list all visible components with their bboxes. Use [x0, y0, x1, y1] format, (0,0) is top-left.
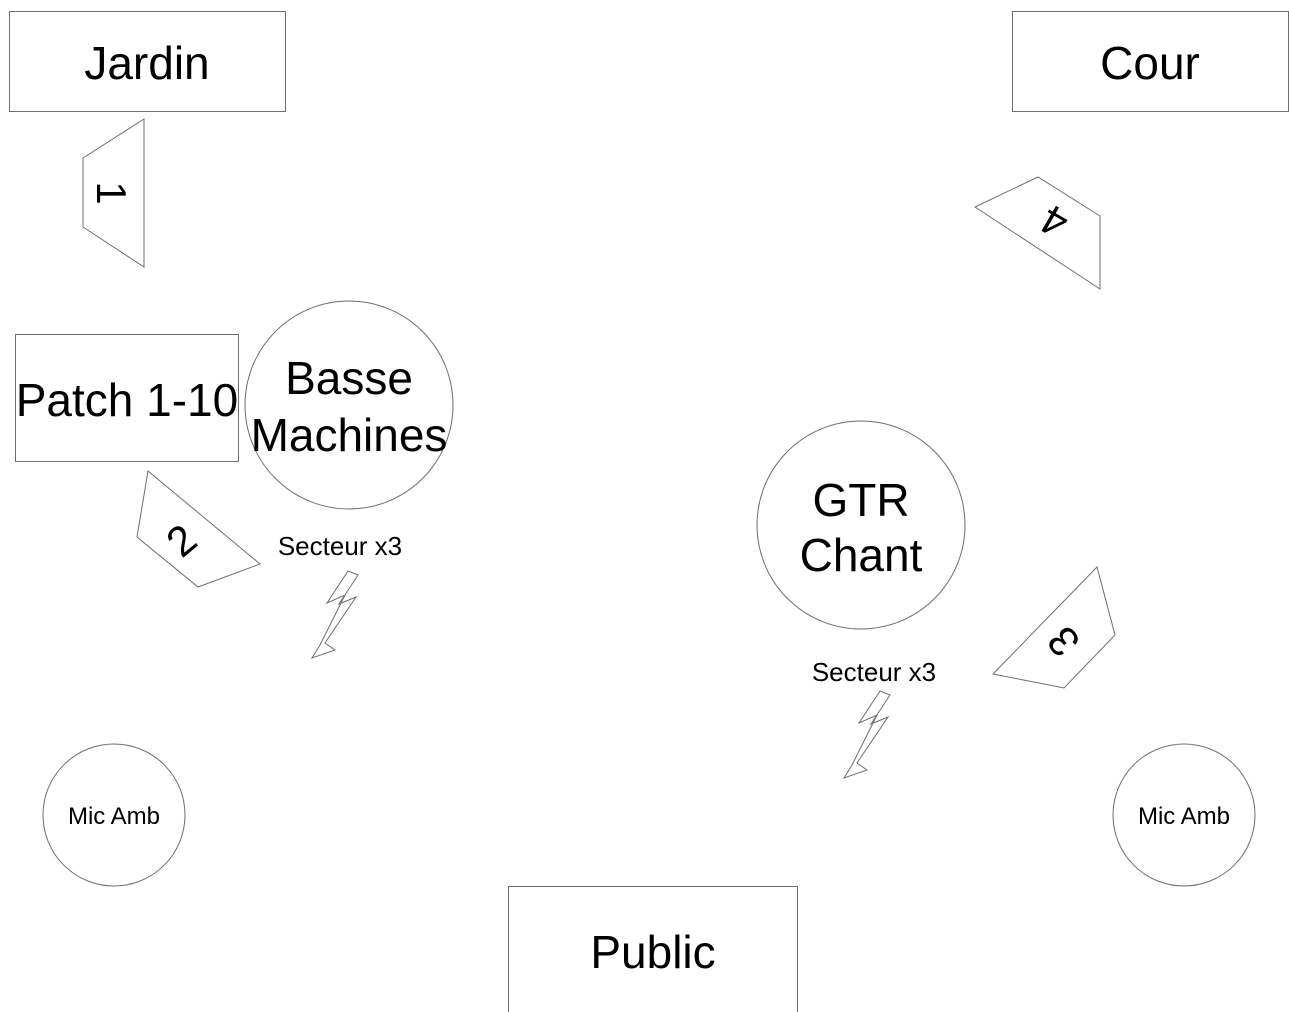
basse-machines-position: Basse Machines — [244, 300, 454, 510]
patch-label: Patch 1-10 — [16, 374, 238, 426]
gtr-label: GTR — [812, 474, 909, 526]
machines-label: Machines — [251, 409, 448, 461]
chant-label: Chant — [800, 529, 923, 581]
monitor-1: 1 — [82, 118, 145, 268]
lightning-bolt-icon — [310, 570, 359, 659]
monitor-2: 2 — [136, 470, 261, 588]
lightning-bolt-icon — [842, 690, 891, 779]
cour-box: Cour — [1012, 11, 1289, 112]
monitor-3: 3 — [991, 566, 1116, 689]
secteur-right-label: Secteur x3 — [812, 657, 936, 687]
secteur-left-label: Secteur x3 — [278, 531, 402, 561]
public-box: Public — [508, 886, 798, 1012]
mic-amb-right: Mic Amb — [1112, 743, 1256, 887]
public-label: Public — [590, 926, 715, 978]
gtr-chant-position: GTR Chant — [756, 420, 966, 630]
mic-amb-left: Mic Amb — [42, 743, 186, 887]
monitor-1-label: 1 — [88, 181, 135, 204]
mic-amb-left-label: Mic Amb — [68, 803, 160, 830]
basse-label: Basse — [285, 352, 413, 404]
jardin-box: Jardin — [9, 11, 286, 112]
mic-amb-right-label: Mic Amb — [1138, 803, 1230, 830]
monitor-4: 4 — [973, 176, 1101, 290]
patch-box: Patch 1-10 — [15, 334, 239, 462]
jardin-label: Jardin — [84, 37, 209, 89]
cour-label: Cour — [1100, 37, 1200, 89]
